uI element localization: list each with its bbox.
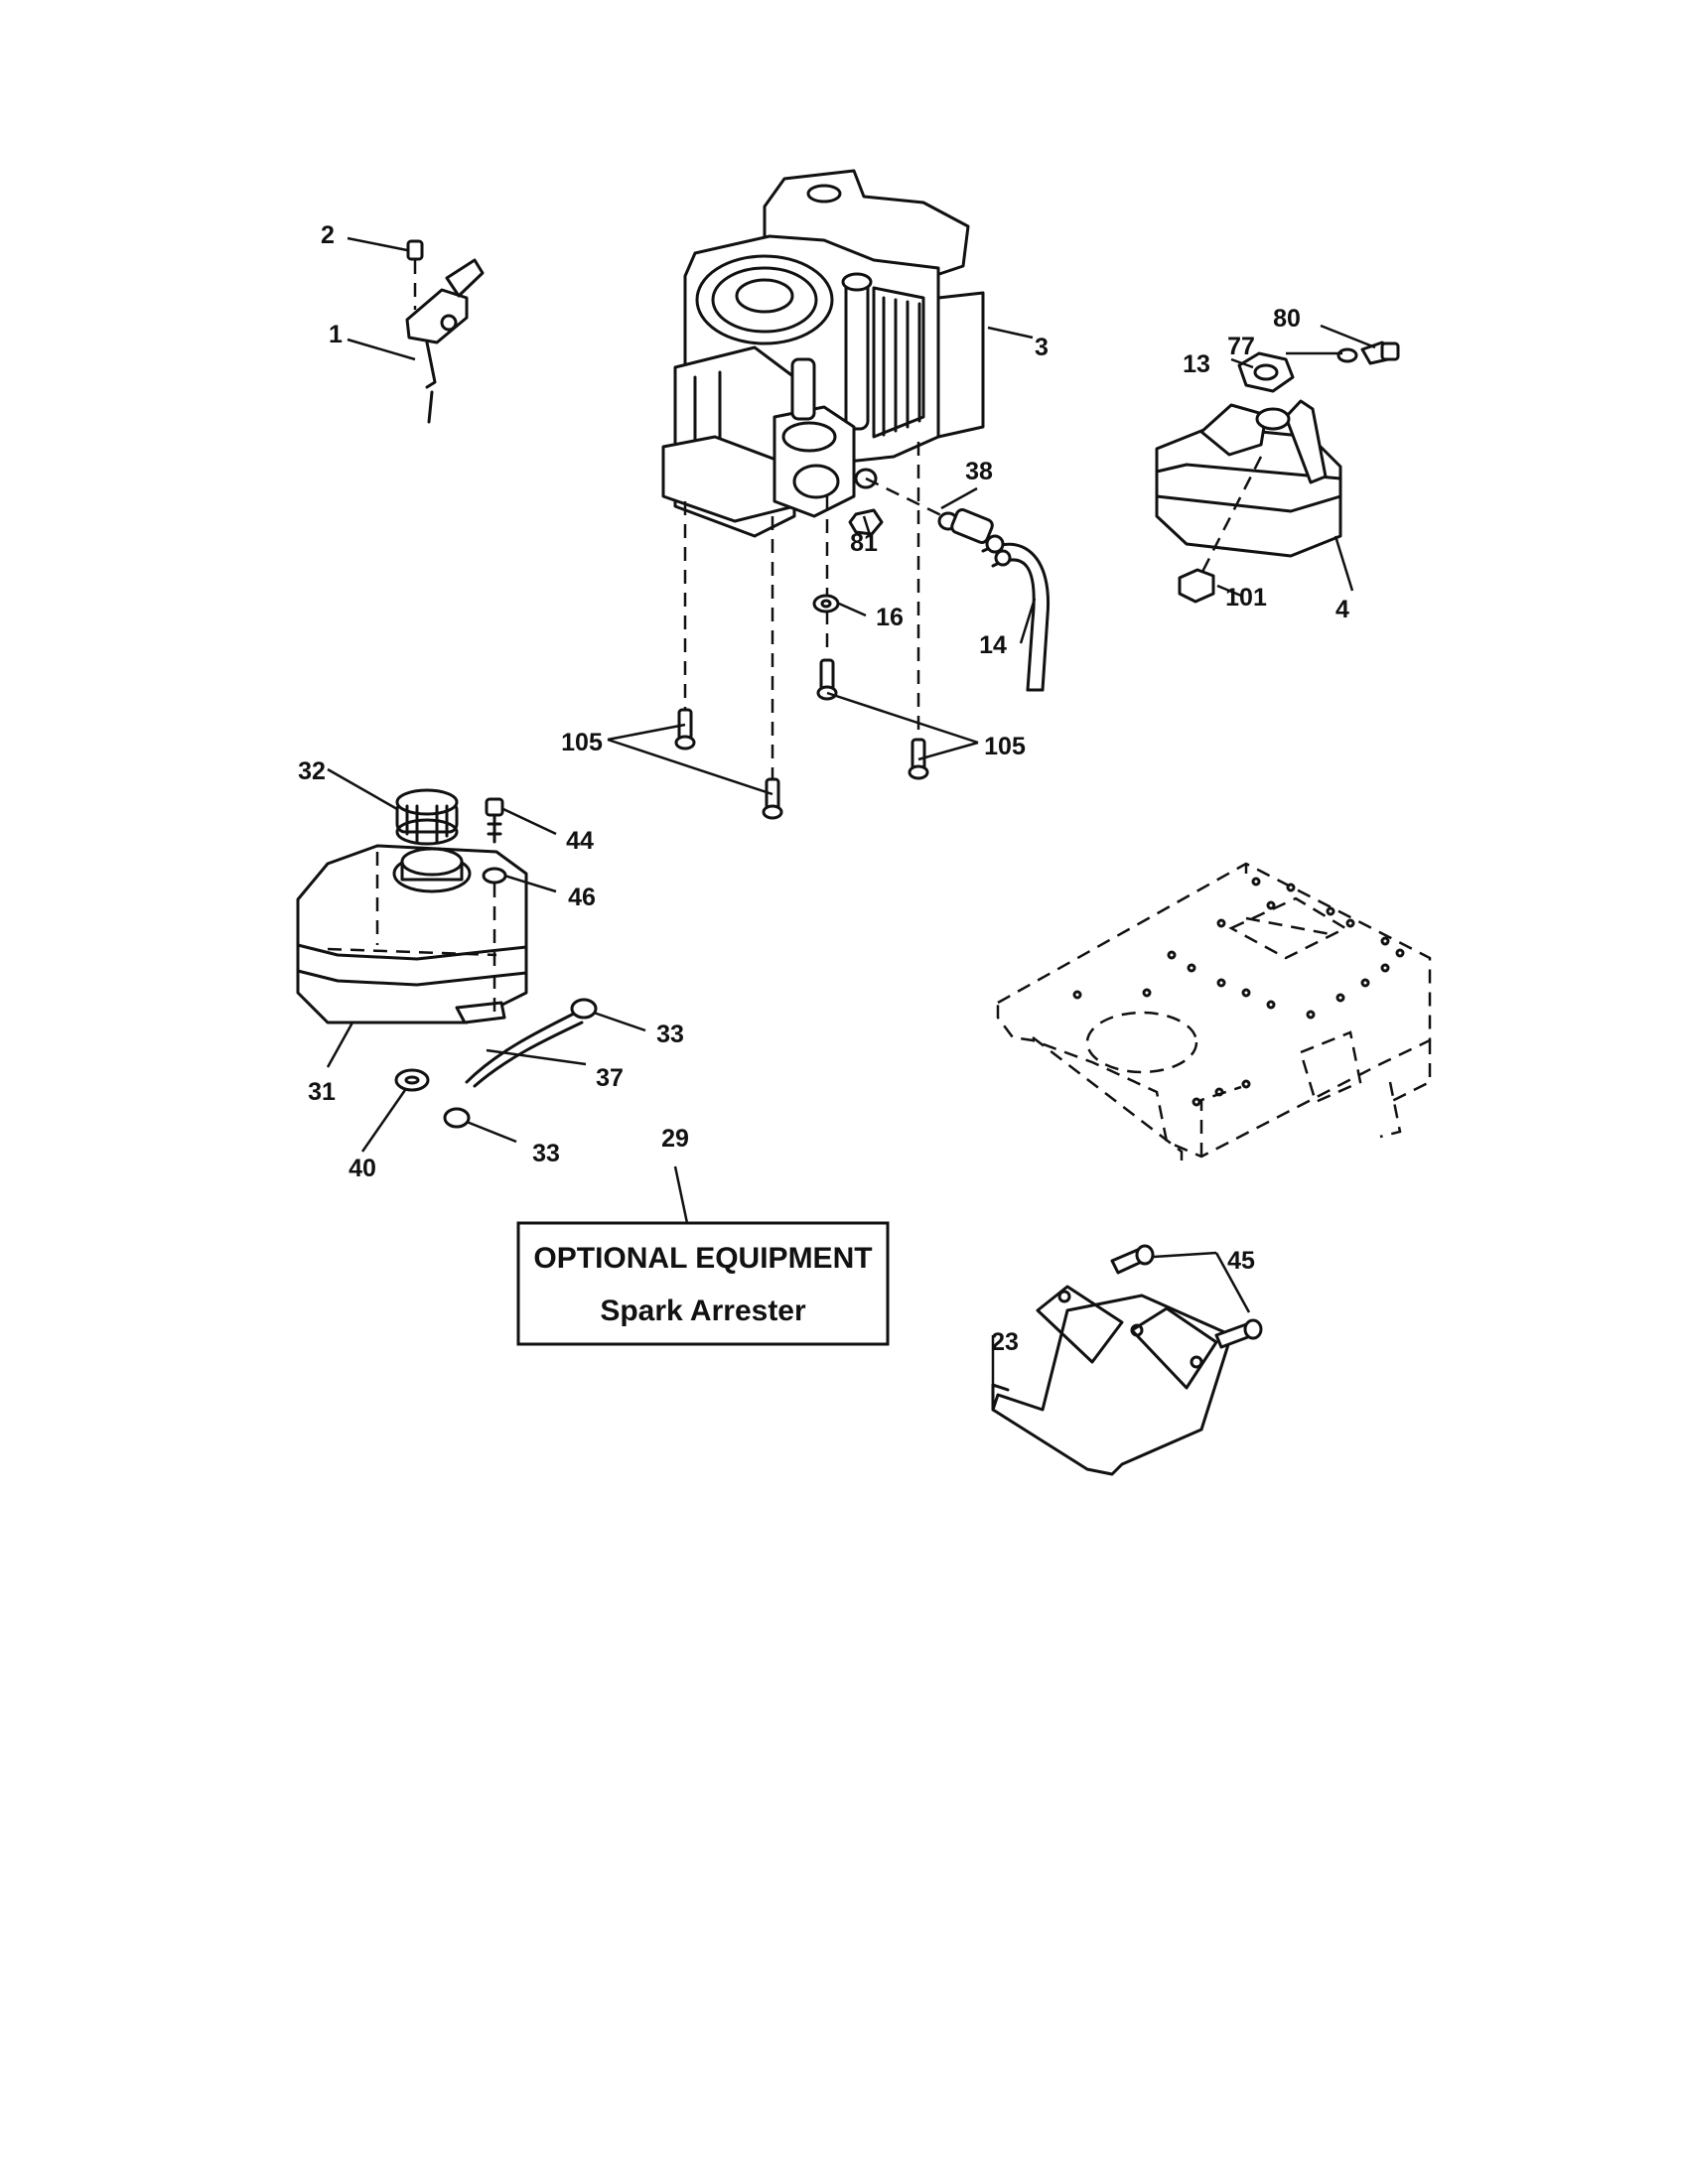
callout-31: 31 [308, 1078, 336, 1106]
callout-44: 44 [566, 827, 594, 855]
callout-105-right: 105 [984, 733, 1026, 760]
callout-101: 101 [1225, 584, 1267, 612]
leader-lines [326, 236, 1376, 1385]
screws-45 [1110, 1244, 1263, 1349]
callout-2: 2 [321, 221, 335, 249]
callout-80: 80 [1273, 305, 1301, 333]
clamp-33-upper [570, 998, 598, 1020]
callout-40: 40 [349, 1155, 376, 1182]
washer-46 [482, 867, 507, 885]
fuel-line [465, 1011, 584, 1088]
callout-1: 1 [329, 321, 343, 348]
spark-arrester-screen [991, 1285, 1233, 1476]
note-line-2: Spark Arrester [600, 1295, 806, 1327]
engine [661, 169, 985, 538]
bolts-105 [674, 658, 929, 820]
fuel-filter [937, 508, 1012, 567]
muffler [1155, 399, 1342, 558]
callout-labels: 2 1 3 80 77 13 38 81 101 4 16 14 105 105… [298, 221, 1349, 1356]
callout-33-lower: 33 [532, 1140, 560, 1167]
optional-equipment-note: OPTIONAL EQUIPMENT Spark Arrester [516, 1221, 890, 1346]
bushing-40 [394, 1068, 430, 1092]
washer-16 [812, 594, 840, 614]
note-line-1: OPTIONAL EQUIPMENT [533, 1242, 872, 1275]
fuel-cap [395, 788, 459, 846]
callout-105-left: 105 [561, 729, 603, 756]
washer-77 [1336, 347, 1358, 363]
ring-77 [1255, 407, 1291, 431]
fuel-hose [981, 542, 1051, 692]
bolt-80 [1360, 341, 1400, 365]
callout-33-upper: 33 [656, 1021, 684, 1048]
fuel-tank [296, 844, 528, 1024]
clamp-33-lower [443, 1107, 471, 1129]
callout-3: 3 [1035, 334, 1049, 361]
callout-14: 14 [979, 631, 1007, 659]
callout-16: 16 [876, 604, 904, 631]
callout-37: 37 [596, 1064, 624, 1092]
callout-77: 77 [1227, 333, 1255, 360]
callout-23: 23 [991, 1328, 1019, 1356]
callout-29: 29 [661, 1125, 689, 1153]
callout-81: 81 [850, 529, 878, 557]
callout-45: 45 [1227, 1247, 1255, 1275]
callout-38: 38 [965, 458, 993, 485]
callout-4: 4 [1335, 596, 1349, 623]
engine-mount-frame [996, 862, 1432, 1161]
nut-101 [1178, 568, 1215, 604]
bolt-44 [485, 797, 504, 844]
gasket-13 [1237, 351, 1295, 393]
callout-46: 46 [568, 884, 596, 911]
callout-13: 13 [1183, 350, 1210, 378]
callout-32: 32 [298, 757, 326, 785]
throttle-assembly [405, 239, 485, 424]
